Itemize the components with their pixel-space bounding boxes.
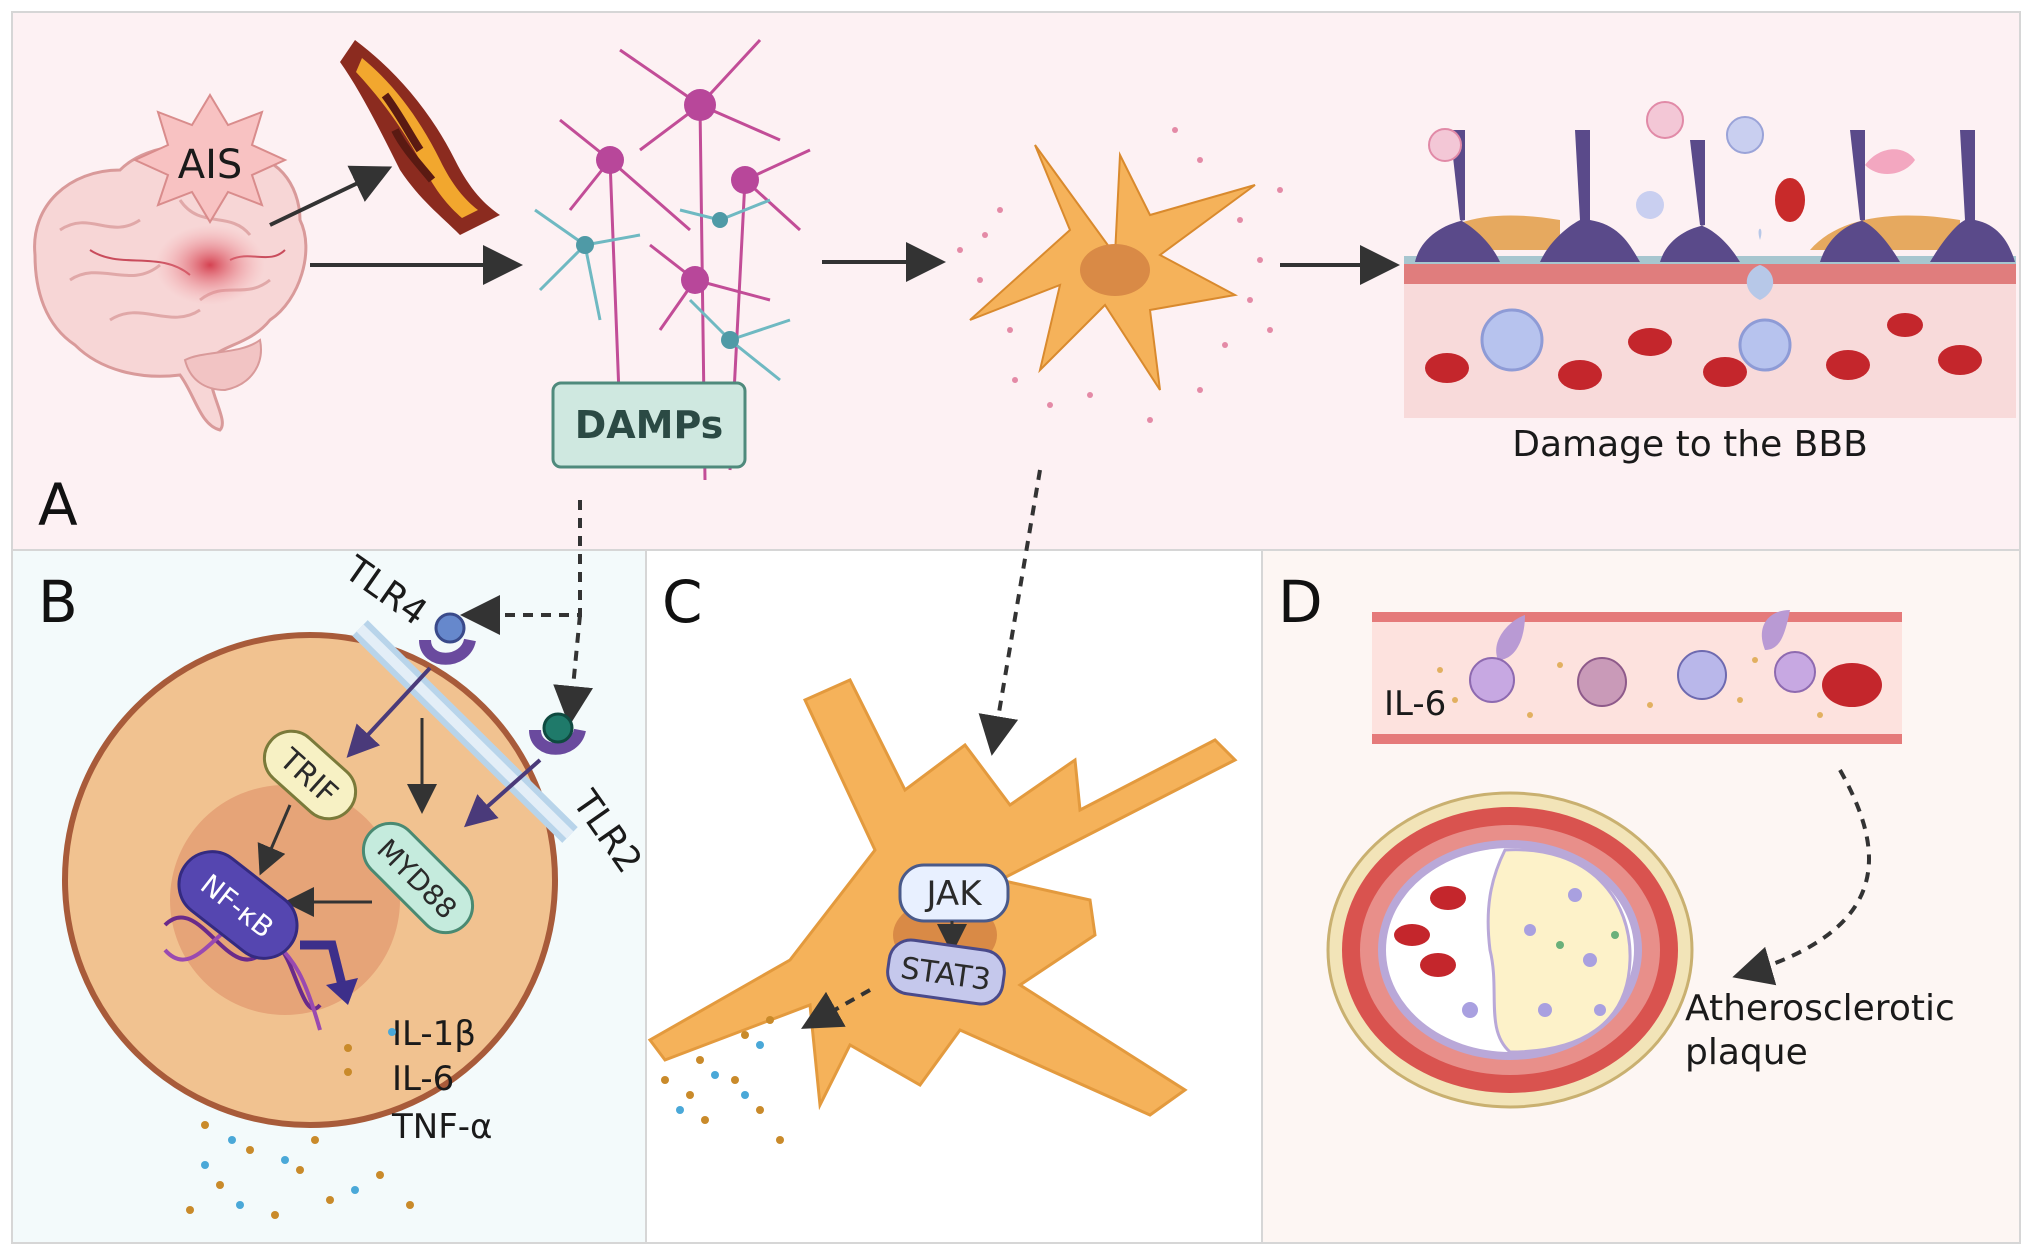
jak-pill: JAK [898, 863, 1010, 923]
stat3-pill: STAT3 [886, 938, 1006, 1006]
occluded-vessel [340, 40, 500, 235]
panel-b-letter: B [38, 568, 78, 636]
artery-cross-section [1326, 791, 1694, 1109]
il1b-label: IL-1β [392, 1014, 476, 1054]
arrow-tlr4-to-trif [346, 666, 432, 758]
cytokine-particles-c [661, 1016, 784, 1144]
panel-a-letter: A [38, 471, 78, 539]
tlr4-receptor [419, 612, 476, 665]
il6-label-b: IL-6 [392, 1059, 454, 1099]
arrow-stat3-to-cytokines [801, 988, 871, 1029]
il6-label-d: IL-6 [1384, 684, 1446, 724]
ais-starburst [132, 93, 288, 224]
brain-illustration [33, 144, 308, 432]
arrow-brain-to-vessel [269, 165, 393, 227]
transcription-arrow [300, 940, 347, 987]
neuron-glia-cluster [534, 38, 811, 481]
plaque-label-line2: plaque [1685, 1032, 1808, 1073]
plaque-label-line1: Atherosclerotic [1685, 988, 1955, 1029]
bbb-damage-illustration [1404, 101, 2016, 418]
jak-label: JAK [925, 874, 984, 914]
arrow-trif-to-nfkb [257, 804, 292, 876]
damps-label: DAMPs [575, 403, 724, 447]
arrow-il6-to-plaque [1732, 769, 1871, 986]
tnfa-label: TNF-α [391, 1107, 492, 1147]
damps-box [551, 381, 747, 469]
blood-vessel-d [1372, 610, 1902, 744]
panel-c-letter: C [662, 568, 703, 636]
cytokine-particles-b [186, 1028, 414, 1219]
panel-d-letter: D [1278, 568, 1323, 636]
astrocyte-a [957, 127, 1283, 423]
tlr2-receptor [529, 712, 586, 755]
arrow-tlr2-to-myd88 [464, 758, 542, 828]
arrow-astrocyte-to-panel-c [978, 469, 1042, 756]
bbb-damage-label: Damage to the BBB [1512, 424, 1868, 465]
ais-label: AIS [178, 142, 243, 188]
